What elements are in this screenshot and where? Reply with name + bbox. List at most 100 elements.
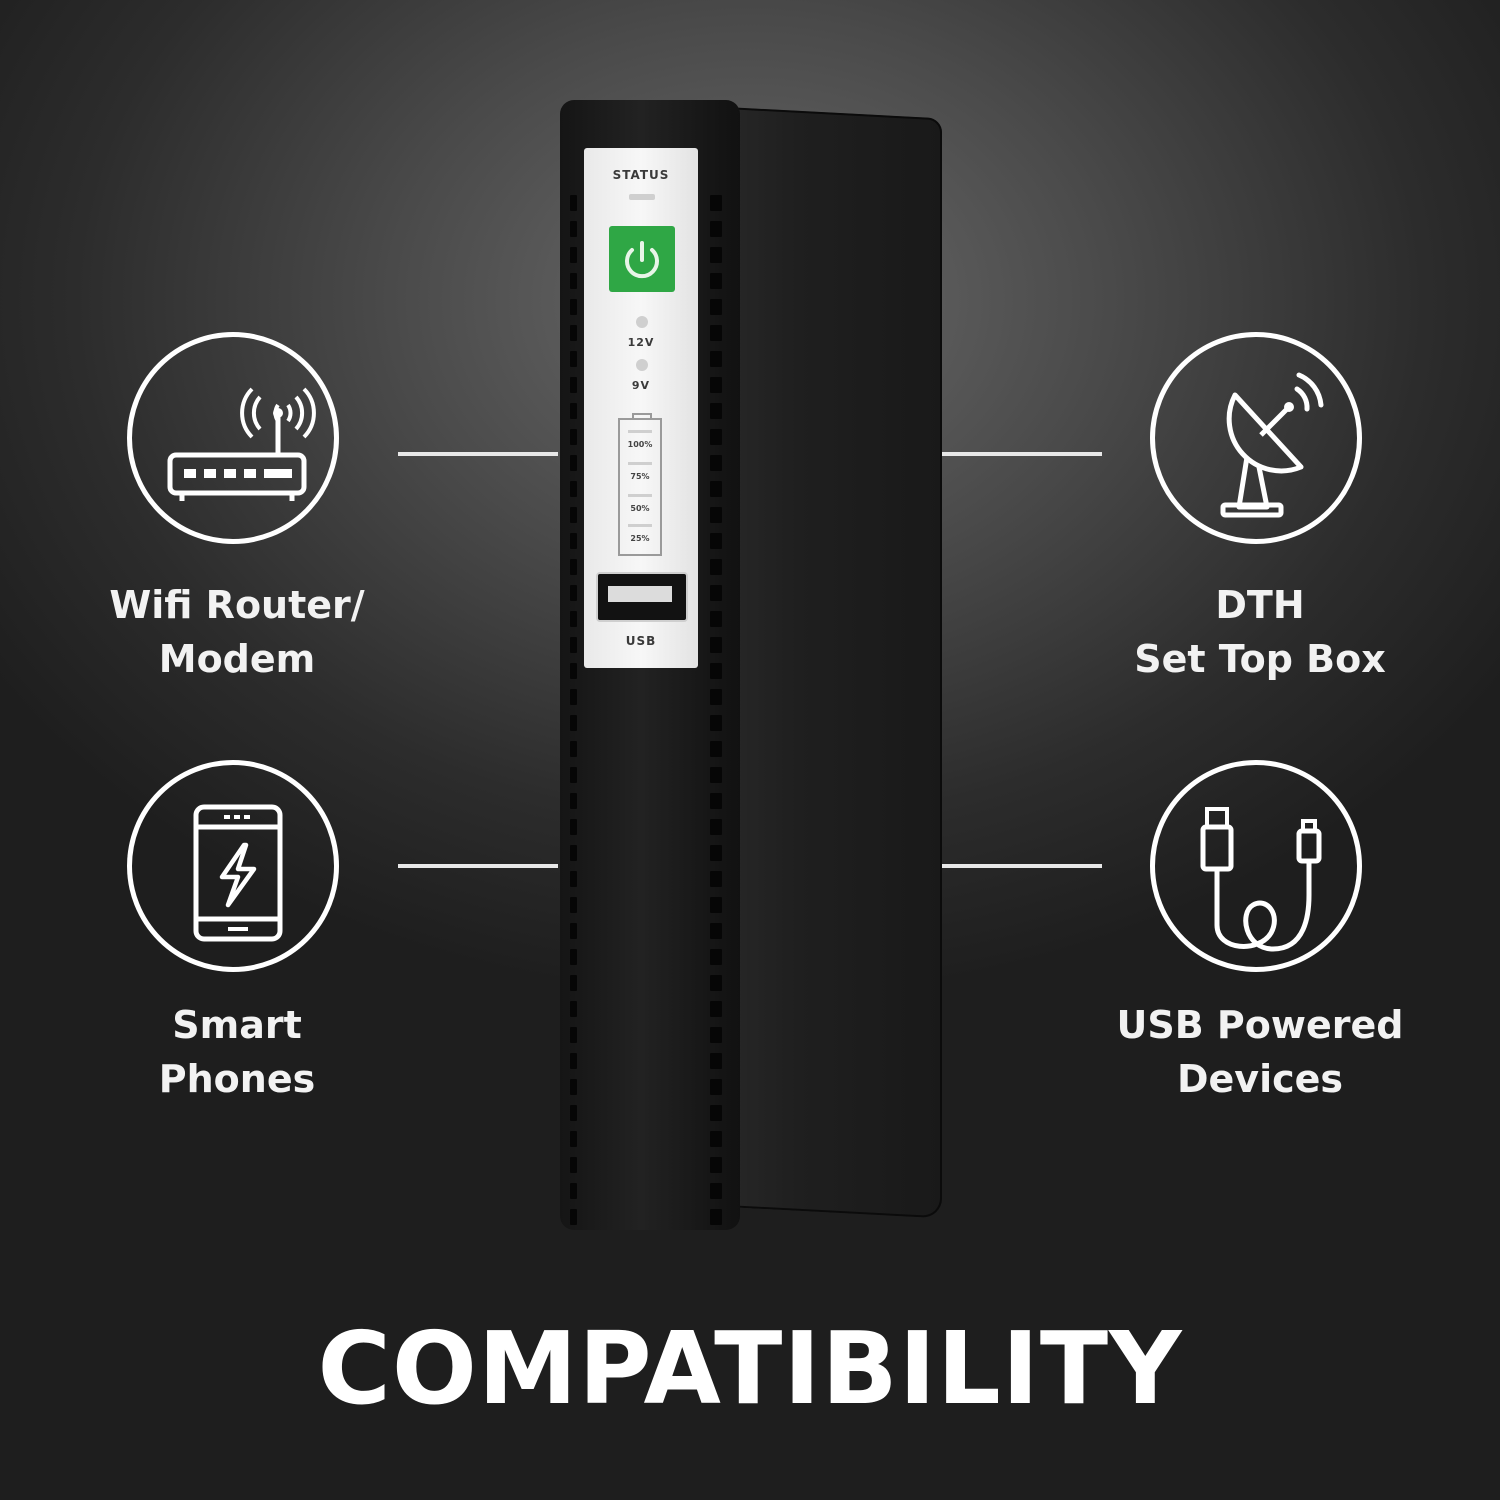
vent-slot: [570, 819, 577, 835]
vent-slot: [710, 429, 722, 445]
phone-label: Smart Phones: [158, 1003, 316, 1101]
vent-slot: [570, 975, 577, 991]
vent-slot: [570, 1183, 577, 1199]
vent-slot: [570, 533, 577, 549]
vent-slot: [570, 923, 577, 939]
vent-slot: [710, 845, 722, 861]
vent-slot: [570, 1209, 577, 1225]
vent-slot: [710, 1053, 722, 1069]
connector-phone: [398, 864, 558, 868]
vent-slot: [710, 351, 722, 367]
vent-slot: [570, 897, 577, 913]
vent-slot: [710, 455, 722, 471]
usb-circle: [1150, 760, 1362, 972]
vent-slot: [570, 455, 577, 471]
led-9v: [636, 359, 648, 371]
led-9v-label: 9V: [631, 379, 651, 392]
vent-slot: [570, 663, 577, 679]
vent-slot: [710, 949, 722, 965]
vent-slot: [710, 1027, 722, 1043]
vent-slot: [570, 689, 577, 705]
vent-slot: [570, 949, 577, 965]
vent-slot: [570, 1079, 577, 1095]
vent-slot: [710, 1105, 722, 1121]
vent-slot: [710, 247, 722, 263]
vent-slot: [570, 611, 577, 627]
vent-slot: [570, 767, 577, 783]
vent-slot: [570, 325, 577, 341]
vent-slot: [710, 923, 722, 939]
satellite-dish-icon: [1220, 372, 1324, 518]
vent-slot: [710, 403, 722, 419]
vent-slot: [570, 195, 577, 211]
vent-slot: [570, 1001, 577, 1017]
vent-slot: [570, 351, 577, 367]
page-title: COMPATIBILITY: [317, 1310, 1183, 1427]
vent-slot: [710, 1183, 722, 1199]
vent-slot: [570, 871, 577, 887]
vent-slot: [710, 507, 722, 523]
vent-slot: [570, 1027, 577, 1043]
status-indicator: [629, 194, 655, 200]
vent-slot: [710, 1157, 722, 1173]
vent-slot: [710, 689, 722, 705]
led-12v-label: 12V: [627, 336, 655, 349]
vent-slot: [710, 533, 722, 549]
connector-router: [398, 452, 558, 456]
vent-slot: [710, 741, 722, 757]
vent-slot: [570, 377, 577, 393]
vent-slot: [570, 1157, 577, 1173]
vent-slot: [710, 611, 722, 627]
vent-slot: [570, 793, 577, 809]
battery-level-100: 100%: [627, 440, 653, 449]
power-icon: [625, 241, 659, 279]
vent-slot: [570, 221, 577, 237]
vent-slot: [570, 845, 577, 861]
vent-slot: [570, 637, 577, 653]
power-button[interactable]: [609, 226, 675, 292]
vent-slot: [710, 273, 722, 289]
wifi-router-icon: [167, 387, 316, 501]
device-control-panel: STATUS 12V 9V 100% 75% 50% 25% USB: [584, 148, 698, 668]
vent-slot: [570, 507, 577, 523]
vent-slot: [710, 663, 722, 679]
vent-slot: [710, 585, 722, 601]
vent-slot: [570, 1131, 577, 1147]
vent-slot: [570, 403, 577, 419]
vent-slot: [710, 559, 722, 575]
vent-slot: [710, 325, 722, 341]
vent-slot: [710, 975, 722, 991]
usb-cable-icon: [1200, 807, 1322, 952]
vent-slot: [710, 637, 722, 653]
vent-slot: [710, 1131, 722, 1147]
vent-slot: [570, 1053, 577, 1069]
vent-slot: [710, 481, 722, 497]
vent-slot: [710, 819, 722, 835]
status-label: STATUS: [612, 168, 670, 182]
vent-slot: [570, 585, 577, 601]
vent-slot: [710, 793, 722, 809]
vent-slot: [570, 559, 577, 575]
router-circle: [127, 332, 339, 544]
connector-dth: [942, 452, 1102, 456]
router-label: Wifi Router/ Modem: [109, 583, 365, 681]
vent-slot: [710, 715, 722, 731]
connector-usb: [942, 864, 1102, 868]
battery-gauge: 100% 75% 50% 25%: [618, 413, 662, 556]
usb-port[interactable]: [596, 572, 688, 622]
vent-slot: [710, 1001, 722, 1017]
vent-slot: [710, 871, 722, 887]
vent-slot: [710, 299, 722, 315]
dth-circle: [1150, 332, 1362, 544]
phone-circle: [127, 760, 339, 972]
vent-slot: [570, 299, 577, 315]
vent-slot: [710, 1079, 722, 1095]
smartphone-charging-icon: [193, 804, 283, 942]
vent-slot: [570, 741, 577, 757]
vent-slot: [570, 273, 577, 289]
vent-slot: [710, 767, 722, 783]
vent-slot: [570, 1105, 577, 1121]
battery-level-25: 25%: [630, 534, 650, 543]
battery-level-75: 75%: [630, 472, 650, 481]
led-12v: [636, 316, 648, 328]
